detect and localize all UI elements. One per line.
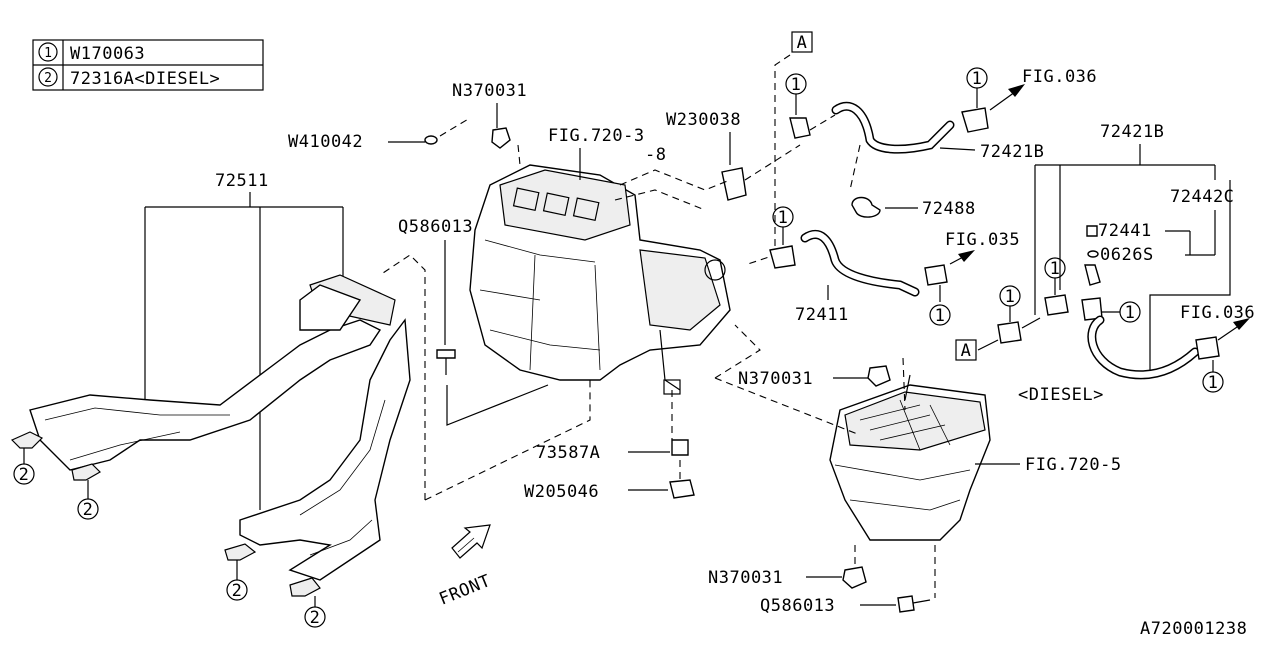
callout-72421b-right: 72421B — [1100, 122, 1164, 142]
callout-73587a: 73587A — [536, 443, 600, 463]
callout-n370031-bottom: N370031 — [708, 568, 783, 588]
heater-unit — [469, 164, 731, 395]
diagram-id: A720001238 — [1140, 619, 1247, 639]
callout-72442c: 72442C — [1170, 187, 1234, 207]
callout-fig035: FIG.035 — [945, 230, 1020, 250]
callout-fig720-5: FIG.720-5 — [1025, 455, 1122, 475]
legend-row2-number: 2 — [44, 71, 52, 86]
legend-row2-part: 72316A<DIESEL> — [70, 69, 220, 89]
marker-1: 1 — [1050, 259, 1061, 279]
callout-72421b-mid: 72421B — [980, 142, 1044, 162]
marker-1: 1 — [791, 75, 802, 95]
blower-unit — [829, 374, 991, 541]
callout-n370031-mid: N370031 — [738, 369, 813, 389]
marker-2: 2 — [83, 500, 94, 520]
marker-2: 2 — [19, 465, 30, 485]
callout-n370031-top: N370031 — [452, 81, 527, 101]
front-arrow-icon — [451, 524, 491, 559]
ref-a-right: A — [961, 341, 972, 361]
marker-1: 1 — [972, 69, 983, 89]
marker-1: 1 — [935, 306, 946, 326]
callout-q586013-top: Q586013 — [398, 217, 473, 237]
callout-0626s: 0626S — [1100, 245, 1154, 265]
legend-row1-part: W170063 — [70, 44, 145, 64]
marker-2: 2 — [310, 608, 321, 628]
callout-72411: 72411 — [795, 305, 849, 325]
legend-row1-number: 1 — [44, 46, 52, 61]
callout-w230038: W230038 — [666, 110, 741, 130]
callout-fig036-top: FIG.036 — [1022, 67, 1097, 87]
callout-w410042: W410042 — [288, 132, 363, 152]
marker-1: 1 — [1005, 287, 1016, 307]
callout-72441: 72441 — [1098, 221, 1152, 241]
marker-1: 1 — [778, 208, 789, 228]
marker-2: 2 — [232, 581, 243, 601]
callout-fig036-right: FIG.036 — [1180, 303, 1255, 323]
callout-w205046: W205046 — [524, 482, 599, 502]
label-front: FRONT — [436, 571, 493, 610]
callout-72511: 72511 — [215, 171, 269, 191]
callout-fig720-3-sub: -8 — [645, 145, 666, 165]
marker-1: 1 — [1208, 373, 1219, 393]
legend-table: 1 W170063 2 72316A<DIESEL> — [32, 39, 264, 91]
label-diesel: <DIESEL> — [1018, 385, 1104, 405]
callout-72488: 72488 — [922, 199, 976, 219]
marker-1: 1 — [1125, 303, 1136, 323]
callout-q586013-bottom: Q586013 — [760, 596, 835, 616]
ref-a-top: A — [797, 33, 808, 53]
duct-72511: 72511 2 2 2 2 — [10, 171, 411, 628]
callout-fig720-3: FIG.720-3 — [548, 126, 645, 146]
